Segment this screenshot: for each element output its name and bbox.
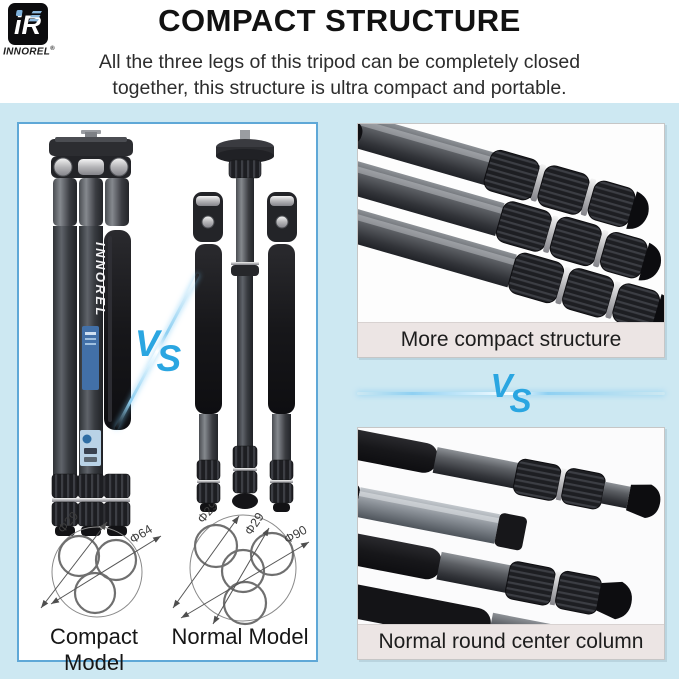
page-title: COMPACT STRUCTURE [158, 3, 521, 38]
light-streak [357, 392, 665, 395]
normal-model-caption: Normal Model [171, 624, 309, 649]
vs-label: V S [357, 366, 665, 420]
subtitle-line-1: All the three legs of this tripod can be… [98, 51, 581, 73]
subtitle-line-2: together, this structure is ultra compac… [112, 77, 567, 99]
vs-letter-v: V [134, 323, 160, 364]
comparison-panel: INNOREL [17, 122, 318, 675]
compact-model-caption: Compact Model [49, 624, 139, 675]
right-leg [267, 192, 297, 512]
logo-stripe [31, 11, 43, 14]
model-sticker [82, 326, 99, 390]
compact-tripod-photo: INNOREL [49, 130, 133, 536]
leg-diameter-label: Φ29 [195, 504, 221, 526]
logo-dot [15, 10, 23, 16]
twist-locks [51, 473, 131, 527]
normal-tripod-photo [193, 130, 297, 512]
vs-letter-s: S [156, 338, 182, 379]
vs-label: V S [113, 273, 203, 430]
tripod-brand-text: INNOREL [93, 242, 108, 318]
logo-stripe [28, 19, 40, 22]
page-subtitle: All the three legs of this tripod can be… [0, 49, 679, 101]
column-diameter-label: Φ29 [242, 510, 267, 538]
brand-name: INNOREL® [0, 46, 58, 57]
compact-structure-panel: More compact structure [238, 85, 674, 358]
leg-diameter-label: Φ29 [55, 512, 81, 536]
logo-monogram-icon: iR [14, 10, 43, 40]
brand-logo: iR [8, 3, 48, 45]
registered-mark: ® [50, 46, 55, 52]
outer-diameter-label: Φ90 [282, 523, 310, 547]
round-column-panel: Normal round center column [293, 424, 665, 669]
top-caption: More compact structure [358, 322, 664, 357]
closed-legs-photo [238, 85, 674, 332]
left-leg [193, 192, 223, 512]
vs-letter-s: S [509, 382, 532, 419]
vs-letter-v: V [490, 367, 513, 404]
normal-cross-section-diagram: Φ29 Φ29 Φ90 [172, 504, 310, 626]
brand-name-text: INNOREL [3, 46, 51, 58]
center-column [236, 178, 254, 266]
round-column-photo [293, 424, 664, 669]
compact-cross-section-diagram: Φ29 Φ64 [40, 512, 162, 618]
logo-stripe [30, 15, 41, 18]
bottom-caption: Normal round center column [358, 624, 664, 659]
